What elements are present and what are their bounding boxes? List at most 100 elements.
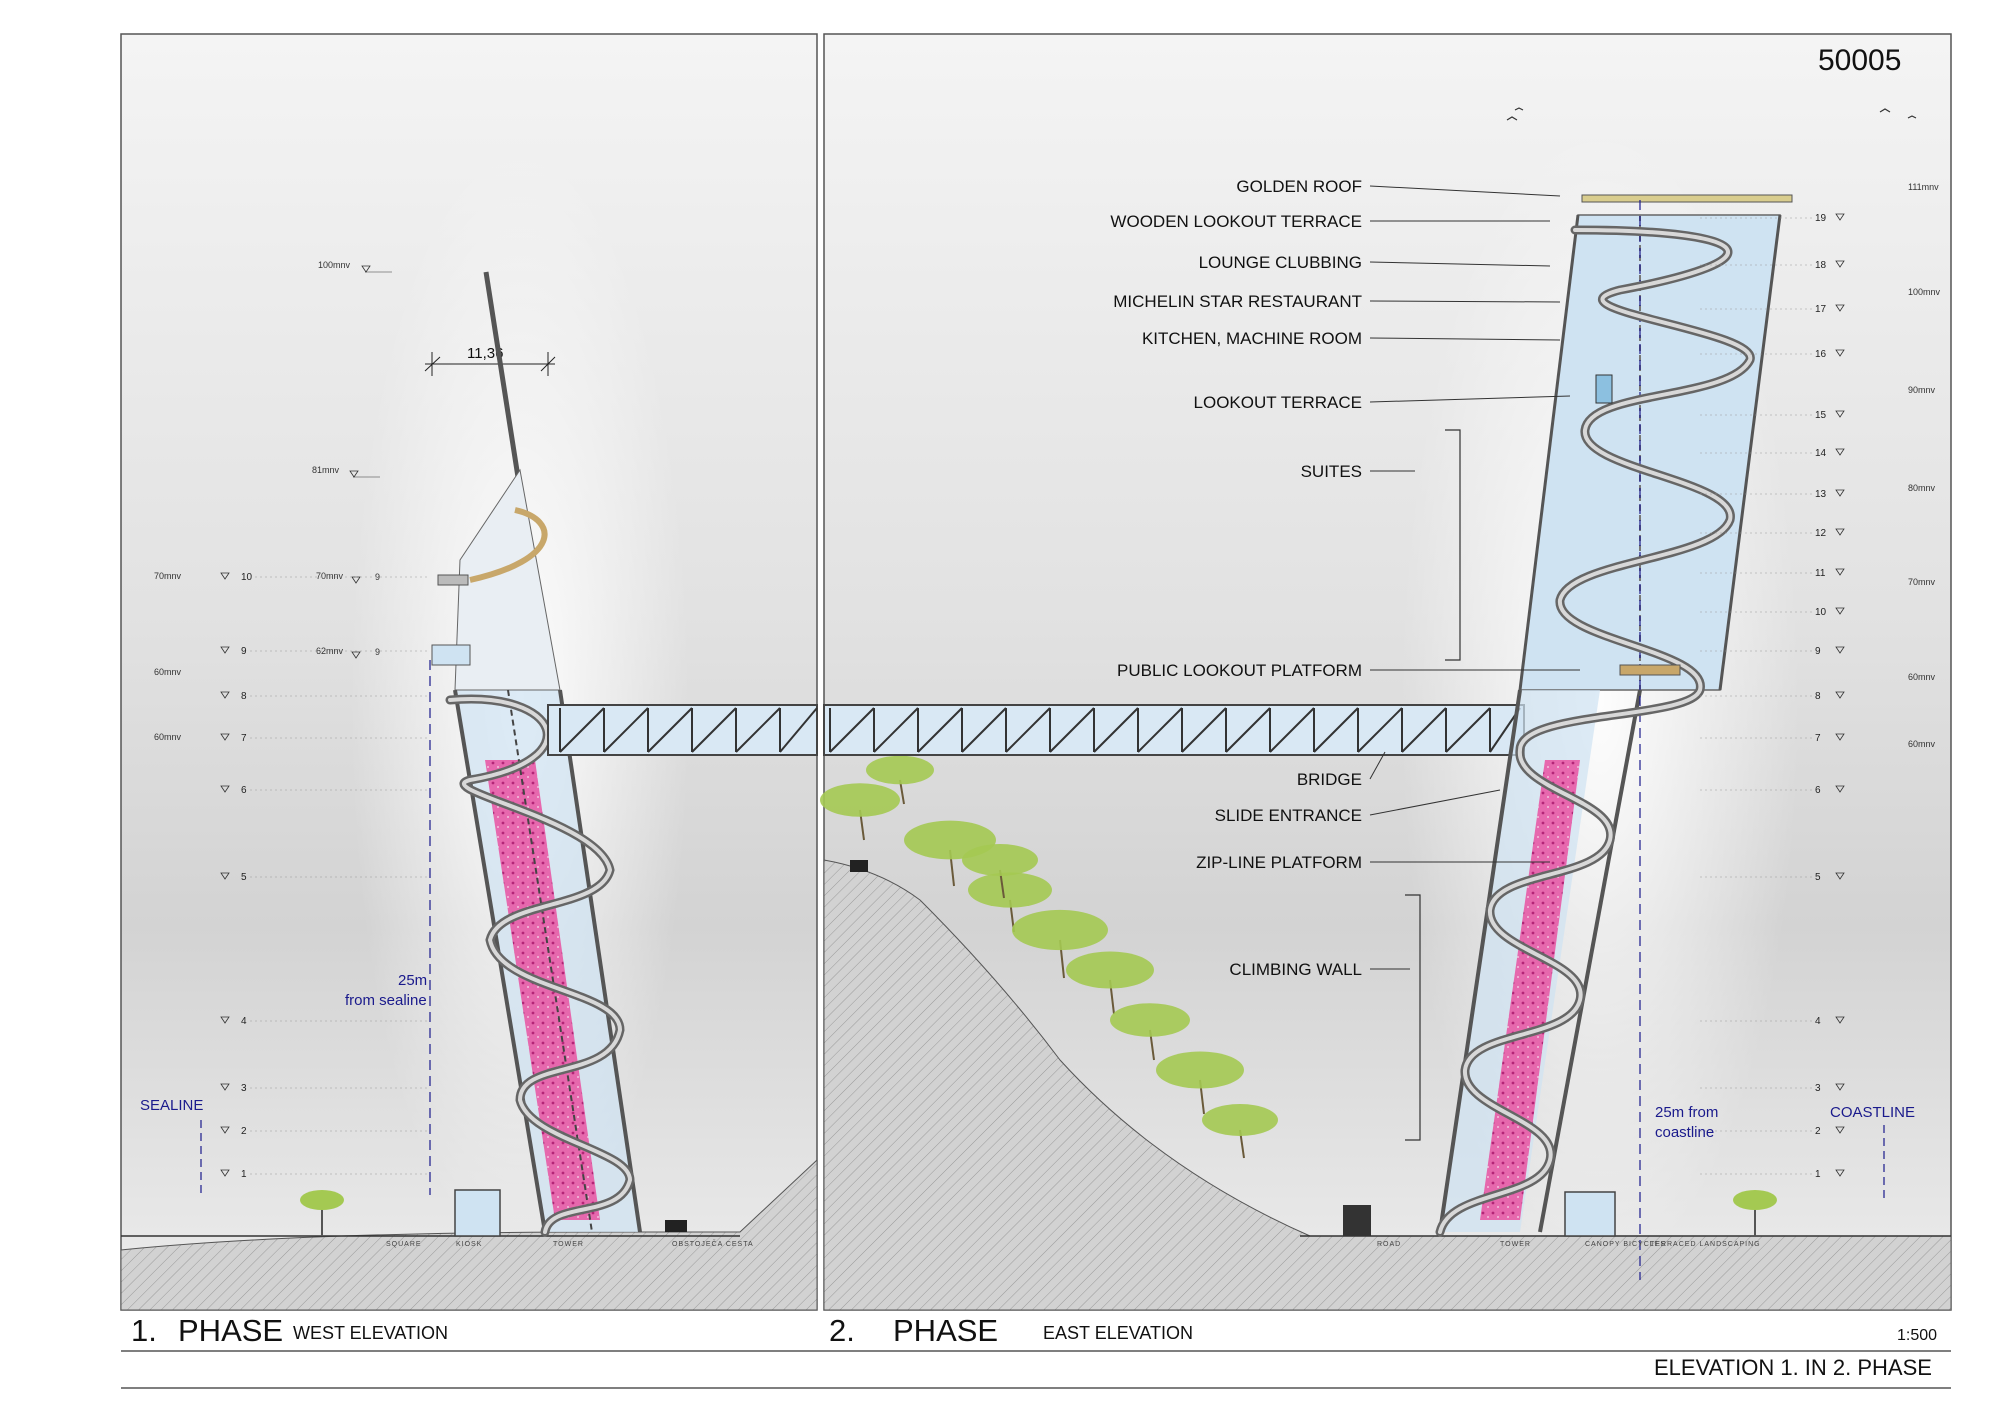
floor-number-left: 10 [241,572,253,583]
label-golden-roof: GOLDEN ROOF [1236,177,1362,196]
phase2-trees [820,755,1278,1159]
suites-bracket [1445,429,1461,661]
level-marker [220,785,230,793]
svg-text:60mnv: 60mnv [1908,672,1936,682]
level-marker [220,733,230,741]
label-public-lookout-platform: PUBLIC LOOKOUT PLATFORM [1117,661,1362,680]
phase1-panel: 100mnv 81mnv 70mnv 62mnv 9 9 70mnv 60mnv… [120,33,818,1311]
phase2-word: PHASE [893,1313,999,1348]
floor-number-left: 7 [241,733,247,744]
level-marker [1835,489,1845,497]
coastline-label: COASTLINE [1830,1104,1915,1121]
height-100mnv: 100mnv [318,260,351,270]
truss-diagonal [647,707,693,753]
truss-diagonal [917,707,963,753]
level-marker [220,1016,230,1024]
svg-text:60mnv: 60mnv [1908,739,1936,749]
floor-number-right: 10 [1815,607,1827,618]
svg-text:9: 9 [375,572,380,582]
level-marker [1835,528,1845,536]
floor-number-right: 18 [1815,260,1827,271]
phase2-subtitle: EAST ELEVATION [1043,1323,1194,1343]
level-marker [1835,260,1845,268]
floor-number-right: 14 [1815,448,1827,459]
label-slide-entrance: SLIDE ENTRANCE [1215,806,1362,825]
phase2-distance-2: coastline [1655,1124,1714,1141]
level-marker [1835,349,1845,357]
level-marker [1835,568,1845,576]
svg-text:SQUARE: SQUARE [386,1241,422,1248]
level-marker [1835,1083,1845,1091]
phase1-dimension: 11,36 [424,345,556,376]
truss-diagonal [873,707,919,753]
tree-canopy [968,872,1052,908]
floor-number-left: 8 [241,691,247,702]
phase1-distance-1: 25m [398,972,427,989]
truss-diagonal [1225,707,1271,753]
level-marker [1835,448,1845,456]
svg-text:90mnv: 90mnv [1908,385,1936,395]
phase1-word: PHASE [178,1313,284,1348]
truss-diagonal [1445,707,1491,753]
level-marker [220,646,230,654]
tree-canopy [866,755,934,785]
truss-diagonal [735,707,781,753]
phase2-distance-1: 25m from [1655,1104,1718,1121]
floor-number-left: 5 [241,872,247,883]
level-marker [220,691,230,699]
truss-diagonal [1049,707,1095,753]
level-marker [220,1169,230,1177]
height-81mnv: 81mnv [312,465,340,475]
leader-line [1369,261,1551,267]
level-marker [1835,1126,1845,1134]
floor-number-left: 2 [241,1126,247,1137]
level-marker [1835,646,1845,654]
phase1-kiosk [454,1189,501,1237]
level-marker [1835,785,1845,793]
level-marker [1835,607,1845,615]
svg-text:9: 9 [375,647,380,657]
phase2-canopy [1564,1191,1616,1237]
dimension-label: 11,36 [467,345,503,362]
leader-line [1369,395,1571,403]
level-marker [1835,410,1845,418]
svg-text:TOWER: TOWER [553,1241,584,1248]
phase1-height-markers: 100mnv 81mnv 70mnv 62mnv 9 9 [312,260,392,659]
label-suites: SUITES [1301,462,1362,481]
phase2-hill [823,859,1952,1311]
phase1-bridge [547,704,818,756]
floor-number-left: 6 [241,785,247,796]
svg-text:70mnv: 70mnv [154,571,182,581]
label-lounge-clubbing: LOUNGE CLUBBING [1199,253,1362,272]
svg-text:60mnv: 60mnv [154,732,182,742]
level-marker [1835,1169,1845,1177]
phase2-leader-lines [1369,185,1580,1141]
floor-number-left: 9 [241,646,247,657]
floor-number-right: 13 [1815,489,1827,500]
label-zip-line-platform: ZIP-LINE PLATFORM [1196,853,1362,872]
label-lookout-terrace: LOOKOUT TERRACE [1194,393,1362,412]
floor-number-left: 4 [241,1016,247,1027]
truss-diagonal [603,707,649,753]
svg-text:TOWER: TOWER [1500,1241,1531,1248]
floor-number-right: 5 [1815,872,1821,883]
floor-number-right: 2 [1815,1126,1821,1137]
truss-diagonal [1137,707,1183,753]
level-marker [1835,304,1845,312]
truss-diagonal [829,707,875,753]
tree-canopy [962,844,1038,876]
phase2-tree [1733,1190,1777,1236]
level-marker [1835,213,1845,221]
scale-label: 1:500 [1897,1327,1938,1344]
phase2-labels: GOLDEN ROOF WOODEN LOOKOUT TERRACE LOUNG… [1110,177,1362,979]
tree-canopy [1110,1003,1190,1037]
floor-number-right: 1 [1815,1169,1821,1180]
level-marker [1835,872,1845,880]
floor-number-right: 12 [1815,528,1827,539]
level-marker [220,1126,230,1134]
floor-number-right: 17 [1815,304,1827,315]
phase1-subtitle: WEST ELEVATION [293,1323,449,1343]
label-bridge: BRIDGE [1297,770,1362,789]
floor-number-right: 7 [1815,733,1821,744]
